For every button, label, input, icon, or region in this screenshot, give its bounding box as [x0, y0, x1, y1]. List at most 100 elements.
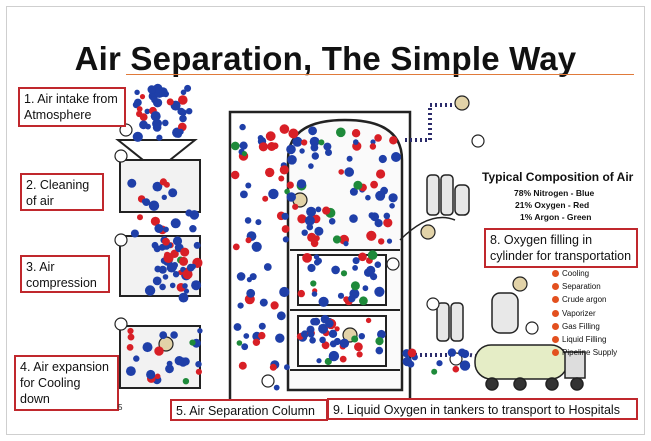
molecule-dot: [195, 368, 202, 375]
molecule-dot: [259, 298, 268, 307]
molecule-dot: [328, 218, 336, 225]
molecule-dot: [271, 303, 277, 310]
molecule-dot: [231, 170, 240, 180]
molecule-dot: [362, 285, 369, 292]
molecule-dot: [268, 188, 279, 200]
molecule-dot: [288, 128, 299, 139]
molecule-dot: [331, 265, 340, 275]
molecule-dot: [377, 329, 386, 339]
molecule-dot: [322, 206, 331, 215]
molecule-dot: [337, 292, 345, 299]
molecule-dot: [310, 318, 318, 326]
molecule-dot: [258, 331, 266, 340]
molecule-dot: [184, 84, 192, 92]
molecule-dot: [276, 311, 286, 321]
molecule-dot: [302, 253, 312, 263]
molecule-dot: [389, 136, 398, 145]
molecule-dot: [307, 331, 315, 338]
callout-separation-column: 5. Air Separation Column: [170, 399, 328, 421]
molecule-dot: [130, 229, 139, 238]
molecule-dot: [359, 296, 368, 306]
molecule-dot: [193, 241, 201, 249]
molecule-dot: [147, 85, 156, 94]
molecule-dot: [163, 252, 174, 263]
molecule-dot: [150, 111, 161, 122]
step-bullet-icon: [552, 310, 559, 317]
molecule-dot: [308, 163, 314, 169]
step-bullet-icon: [552, 323, 559, 330]
molecule-dot: [186, 263, 195, 272]
molecule-dot: [287, 155, 297, 165]
molecule-dot: [325, 319, 334, 328]
molecule-dot: [127, 327, 134, 335]
molecule-dot: [370, 180, 378, 189]
molecule-dot: [162, 237, 170, 246]
molecule-dot: [258, 142, 268, 152]
molecule-dot: [318, 139, 325, 146]
molecule-dot: [296, 179, 307, 189]
molecule-dot: [189, 339, 196, 346]
molecule-dot: [197, 328, 203, 334]
molecule-dot: [353, 180, 363, 190]
molecule-dot: [370, 273, 378, 281]
molecule-dot: [159, 283, 166, 291]
molecule-dot: [180, 247, 190, 257]
molecule-dot: [142, 342, 153, 353]
molecule-dot: [356, 351, 363, 358]
molecule-dot: [179, 256, 189, 266]
molecule-dot: [273, 384, 280, 391]
molecule-dot: [239, 141, 248, 150]
molecule-dot: [281, 212, 289, 220]
molecule-dot: [236, 272, 246, 281]
callout-cleaning: 2. Cleaning of air: [20, 173, 104, 211]
molecule-dot: [383, 218, 393, 228]
molecule-dot: [460, 349, 470, 359]
molecule-dot: [231, 141, 240, 151]
molecule-dot: [168, 188, 178, 198]
molecule-dot: [353, 139, 359, 145]
molecule-dot: [313, 254, 320, 260]
molecule-dot: [350, 281, 360, 291]
molecule-dot: [132, 131, 143, 142]
molecule-dot: [127, 333, 135, 341]
molecule-dot: [252, 338, 261, 346]
molecule-dot: [170, 218, 181, 229]
molecule-dot: [383, 212, 391, 220]
stage-number-markers: [114, 123, 539, 388]
molecule-dot: [251, 241, 262, 252]
molecule-dot: [325, 149, 332, 156]
molecule-dot: [284, 188, 290, 195]
molecule-dot: [191, 280, 202, 291]
molecule-dot: [185, 209, 193, 217]
step-separation: Separation: [552, 282, 601, 291]
molecule-dot: [292, 136, 303, 147]
molecule-dot: [232, 243, 240, 251]
callout-oxygen-filling: 8. Oxygen filling in cylinder for transp…: [484, 228, 638, 268]
molecule-dot: [339, 355, 347, 363]
molecule-dot: [323, 142, 332, 151]
molecule-dot: [339, 338, 350, 348]
molecule-dot: [152, 276, 162, 286]
molecule-dot: [386, 238, 393, 244]
molecule-dot: [241, 343, 249, 351]
molecule-dot: [388, 193, 398, 203]
molecule-dot: [367, 250, 378, 260]
composition-legend-title: Typical Composition of Air: [482, 170, 634, 184]
molecule-dot: [236, 340, 243, 346]
step-bullet-icon: [552, 296, 559, 303]
molecule-dot: [189, 225, 197, 233]
molecule-dot: [459, 360, 471, 371]
molecule-dot: [146, 369, 156, 380]
molecule-dot: [316, 358, 322, 364]
molecule-dot: [358, 333, 365, 340]
molecule-dot: [163, 226, 169, 233]
molecule-dot: [351, 335, 359, 343]
molecule-dot: [352, 257, 360, 265]
molecule-dot: [171, 262, 178, 269]
molecule-dot: [301, 139, 308, 146]
molecule-dot: [324, 357, 332, 366]
molecule-dot: [279, 286, 290, 298]
step-gas-filling: Gas Filling: [552, 322, 600, 331]
molecule-dot: [328, 329, 338, 338]
molecule-dot: [338, 169, 345, 175]
